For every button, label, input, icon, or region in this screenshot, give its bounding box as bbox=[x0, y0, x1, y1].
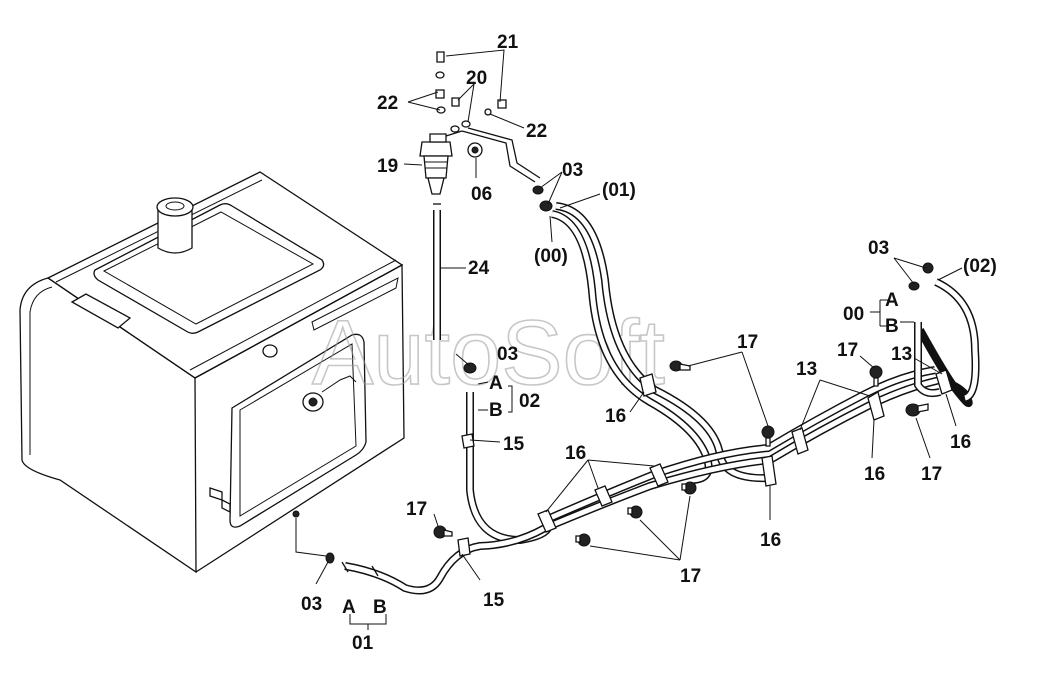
fuel-filter-icon bbox=[419, 133, 453, 195]
label-22-right: 22 bbox=[526, 121, 547, 142]
filler-cap-icon bbox=[156, 197, 194, 254]
label-a-bottom: A bbox=[342, 597, 356, 618]
fuel-tank bbox=[19, 171, 405, 574]
label-19: 19 bbox=[377, 156, 398, 177]
label-03-bottom: 03 bbox=[301, 594, 322, 615]
label-16-left: 16 bbox=[605, 406, 626, 427]
label-13-left: 13 bbox=[796, 359, 817, 380]
label-02-group: 02 bbox=[519, 391, 540, 412]
label-15-mid: 15 bbox=[503, 434, 525, 455]
label-02-paren: (02) bbox=[963, 256, 997, 277]
label-01-group: 01 bbox=[352, 633, 374, 654]
label-00-paren: (00) bbox=[534, 246, 568, 267]
label-20: 20 bbox=[466, 68, 487, 89]
part-labels: 21 20 22 22 19 06 03 (01) (00) 24 03 (02… bbox=[301, 32, 997, 654]
label-06: 06 bbox=[471, 184, 492, 205]
fuel-filter-assembly bbox=[419, 51, 553, 340]
label-16-upper: 16 bbox=[565, 443, 586, 464]
label-22-left: 22 bbox=[377, 93, 398, 114]
label-b-mid: B bbox=[489, 400, 503, 421]
bolt-17-icon bbox=[433, 360, 929, 547]
label-01-paren: (01) bbox=[602, 180, 636, 201]
label-16-center: 16 bbox=[864, 464, 885, 485]
label-03-mid: 03 bbox=[497, 344, 518, 365]
label-24: 24 bbox=[468, 258, 490, 279]
label-03-top: 03 bbox=[562, 160, 583, 181]
label-00-group: 00 bbox=[843, 304, 864, 325]
label-b-right: B bbox=[885, 316, 899, 337]
fitting-06-icon bbox=[467, 142, 483, 158]
label-21: 21 bbox=[497, 32, 519, 53]
label-03-right: 03 bbox=[868, 238, 889, 259]
label-17-left: 17 bbox=[406, 499, 427, 520]
leader-lines bbox=[295, 49, 963, 630]
label-16-bottom: 16 bbox=[760, 530, 781, 551]
label-13-right: 13 bbox=[891, 344, 912, 365]
clamps-and-bolts bbox=[292, 262, 953, 564]
label-a-mid: A bbox=[489, 373, 503, 394]
label-17-top: 17 bbox=[737, 332, 758, 353]
label-17-right-bottom: 17 bbox=[921, 464, 942, 485]
label-15-bottom: 15 bbox=[483, 590, 505, 611]
label-a-right: A bbox=[885, 290, 899, 311]
label-b-bottom: B bbox=[373, 597, 387, 618]
level-gauge-icon bbox=[302, 392, 324, 412]
label-17-right-top: 17 bbox=[837, 340, 858, 361]
label-17-bottom: 17 bbox=[680, 566, 701, 587]
label-16-right: 16 bbox=[950, 432, 971, 453]
